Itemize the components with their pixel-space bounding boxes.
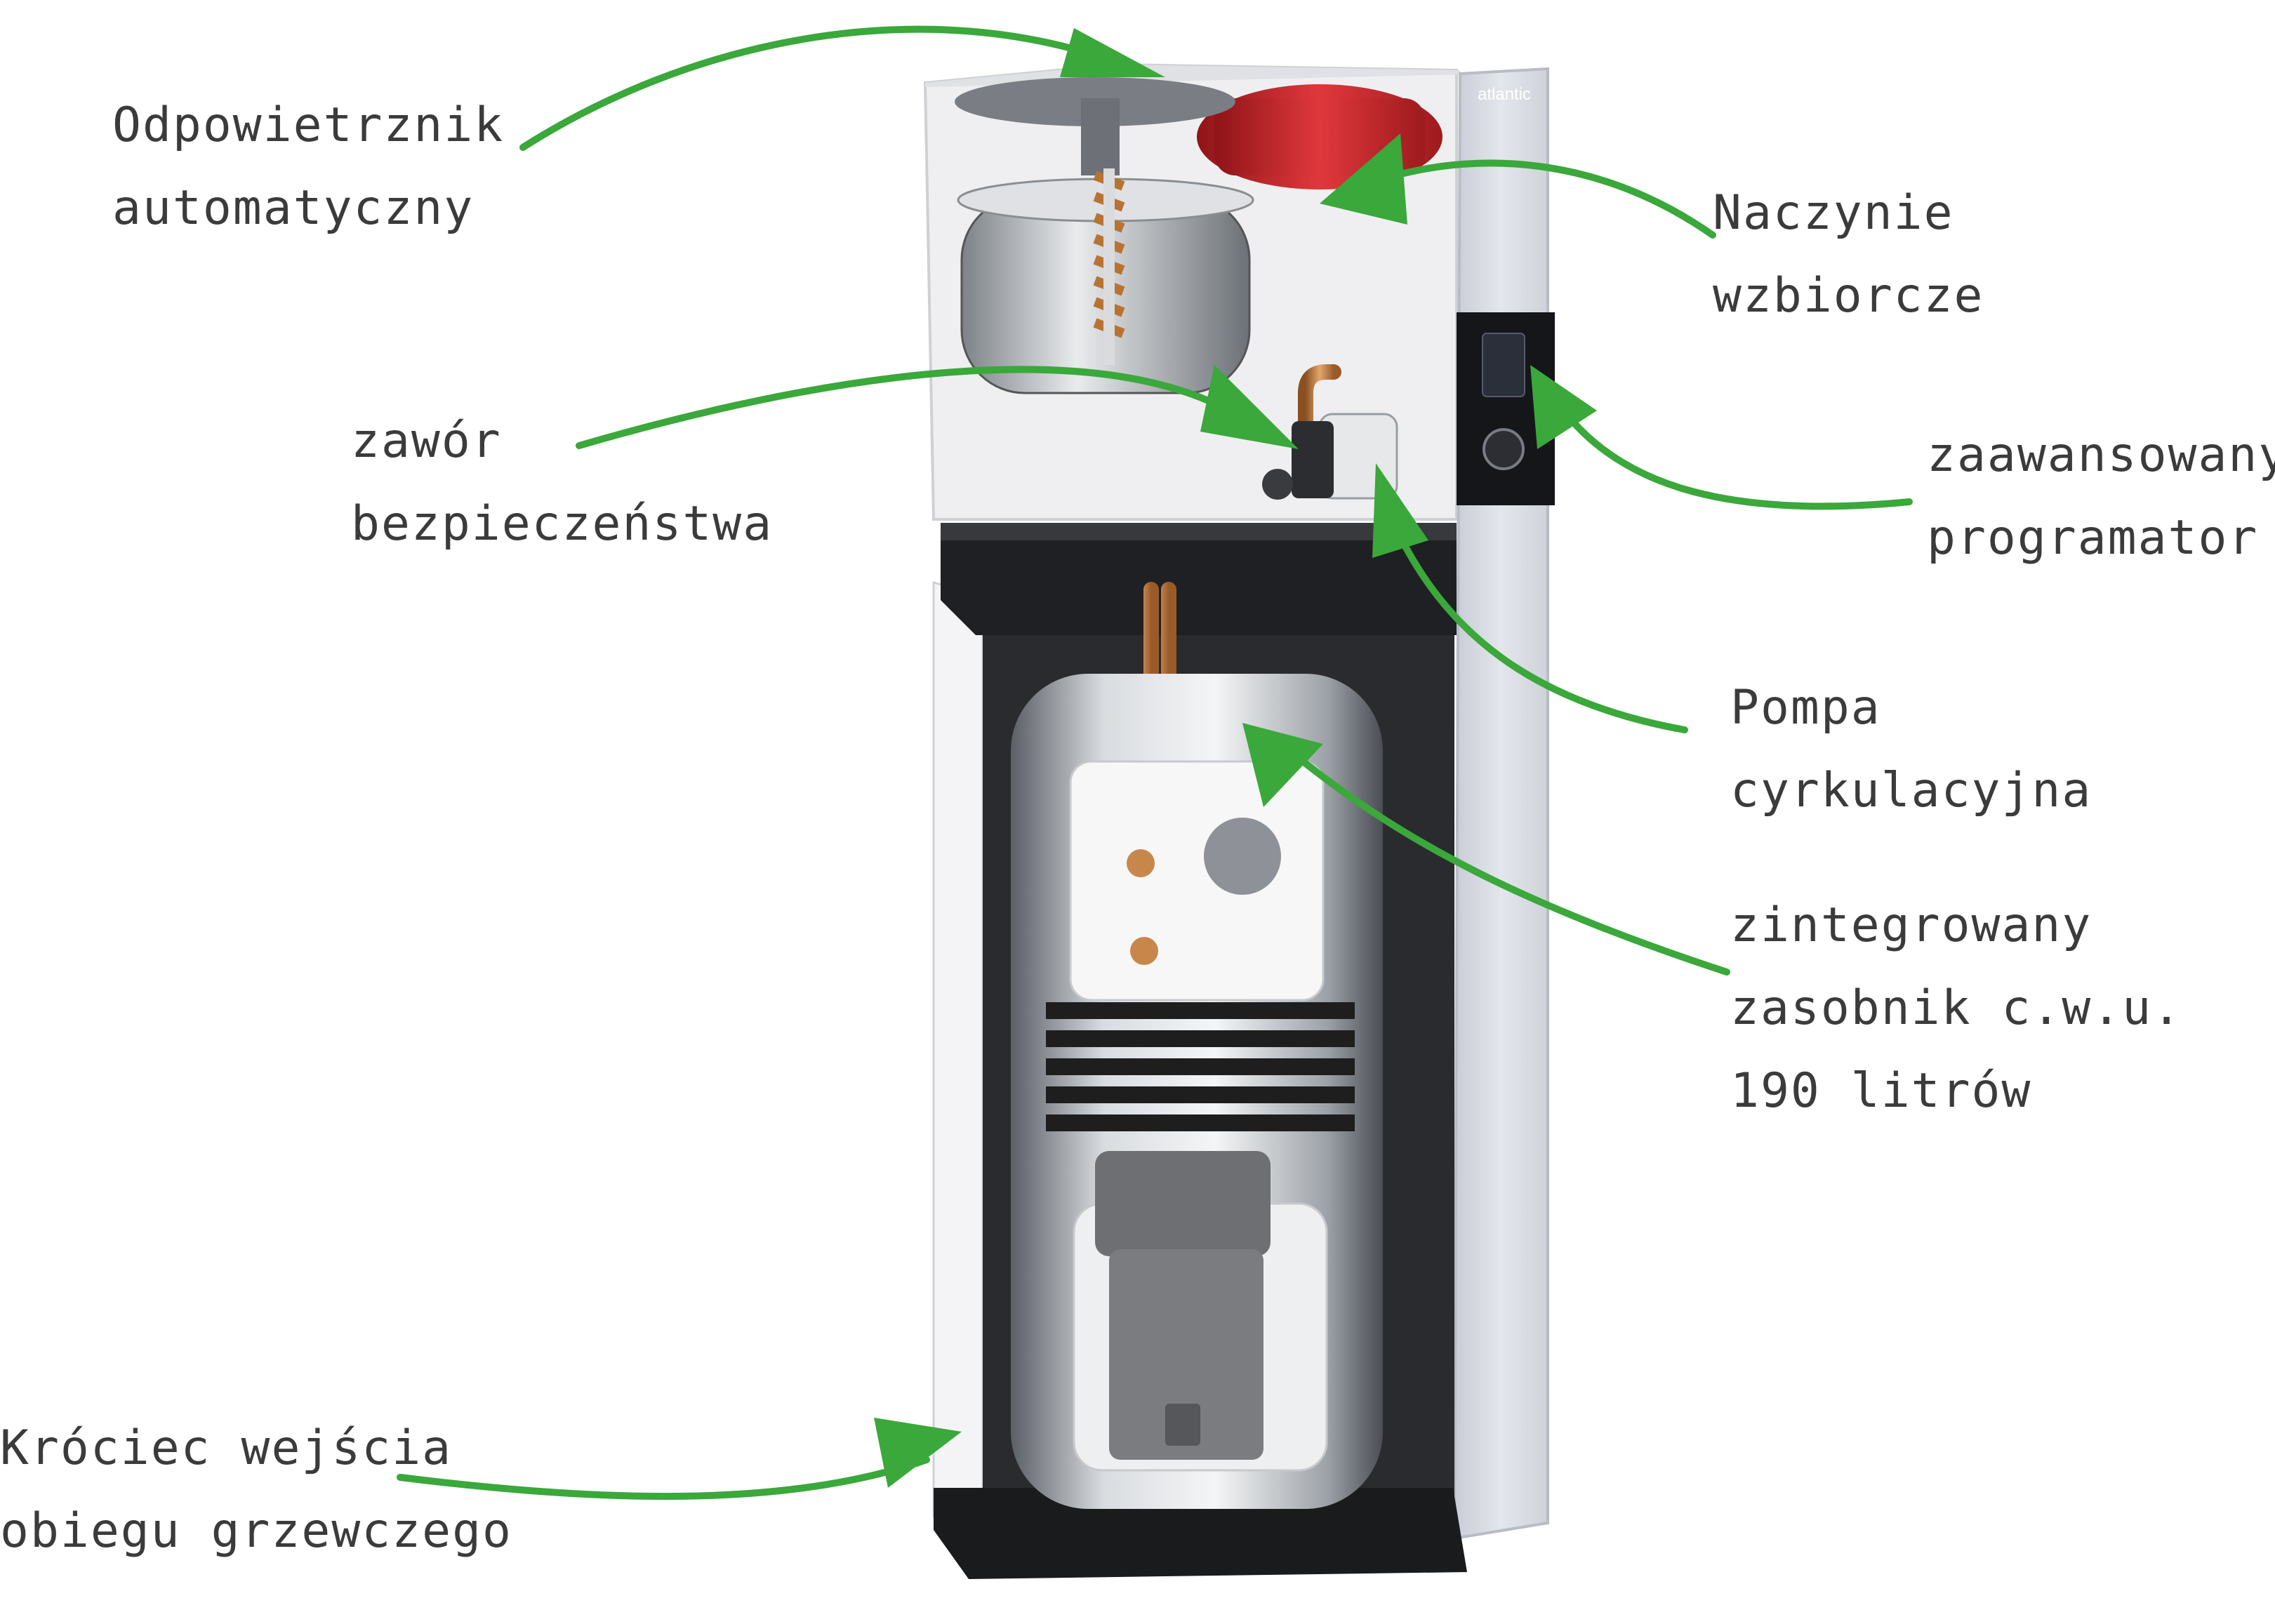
annotation-arrows	[397, 25, 1913, 1500]
label-expansion-vessel-line1: Naczynie	[1713, 185, 1954, 241]
arrowhead-air-vent	[1060, 28, 1165, 77]
label-programmer-line2: programator	[1927, 510, 2259, 566]
arrowhead-programmer	[1530, 365, 1597, 449]
annotation-arrowheads	[874, 28, 1597, 1488]
arrow-air-vent	[519, 25, 1113, 151]
label-tank-line3: 190 litrów	[1730, 1063, 2032, 1119]
arrow-inlet	[397, 1456, 930, 1500]
arrow-tank	[1295, 754, 1730, 976]
control-knob	[1483, 428, 1525, 470]
label-air-vent-line1: Odpowietrznik	[112, 98, 505, 153]
arrow-safety-valve	[576, 366, 1239, 449]
label-tank: zintegrowany zasobnik c.w.u. 190 litrów	[1730, 884, 2182, 1133]
label-inlet: Króciec wejścia obiegu grzewczego	[0, 1407, 512, 1573]
label-air-vent: Odpowietrznik automatyczny	[112, 84, 504, 250]
side-panel	[1452, 67, 1549, 1540]
label-safety-valve-line2: bezpieczeństwa	[351, 496, 774, 552]
arrowhead-inlet	[874, 1418, 962, 1488]
label-air-vent-line2: automatyczny	[112, 180, 475, 236]
label-programmer: zaawansowany programator	[1927, 414, 2275, 580]
hot-water-tank	[1011, 674, 1383, 1509]
label-programmer-line1: zaawansowany	[1927, 427, 2275, 483]
arrowhead-pump	[1372, 463, 1428, 558]
label-pump-line2: cyrkulacyjna	[1730, 763, 2092, 818]
air-vent	[1081, 98, 1120, 175]
label-inlet-line1: Króciec wejścia	[0, 1420, 453, 1476]
label-expansion-vessel: Naczynie wzbiorcze	[1713, 172, 1984, 338]
buffer-vessel	[957, 98, 1254, 394]
label-safety-valve-line1: zawór	[351, 413, 502, 469]
brand-logo: atlantic	[1478, 85, 1531, 104]
label-expansion-vessel-line2: wzbiorcze	[1713, 268, 1984, 324]
arrow-programmer	[1569, 418, 1913, 510]
label-tank-line2: zasobnik c.w.u.	[1730, 980, 2183, 1036]
arrowhead-safety-valve	[1200, 365, 1299, 449]
arrow-expansion-vessel	[1379, 159, 1716, 239]
label-tank-line1: zintegrowany	[1730, 898, 2092, 953]
label-pump-line1: Pompa	[1730, 680, 1881, 736]
arrowhead-expansion-vessel	[1320, 133, 1407, 225]
display-screen	[1482, 333, 1525, 397]
middle-shelf	[941, 523, 1457, 635]
heating-coil	[1046, 1002, 1355, 1131]
label-inlet-line2: obiegu grzewczego	[0, 1503, 512, 1559]
arrowhead-tank	[1242, 723, 1323, 807]
label-pump: Pompa cyrkulacyjna	[1730, 667, 2092, 832]
electric-heater	[1095, 1151, 1271, 1460]
arrow-pump	[1393, 526, 1688, 733]
label-safety-valve: zawór bezpieczeństwa	[351, 400, 773, 566]
base-tray	[934, 1488, 1467, 1579]
